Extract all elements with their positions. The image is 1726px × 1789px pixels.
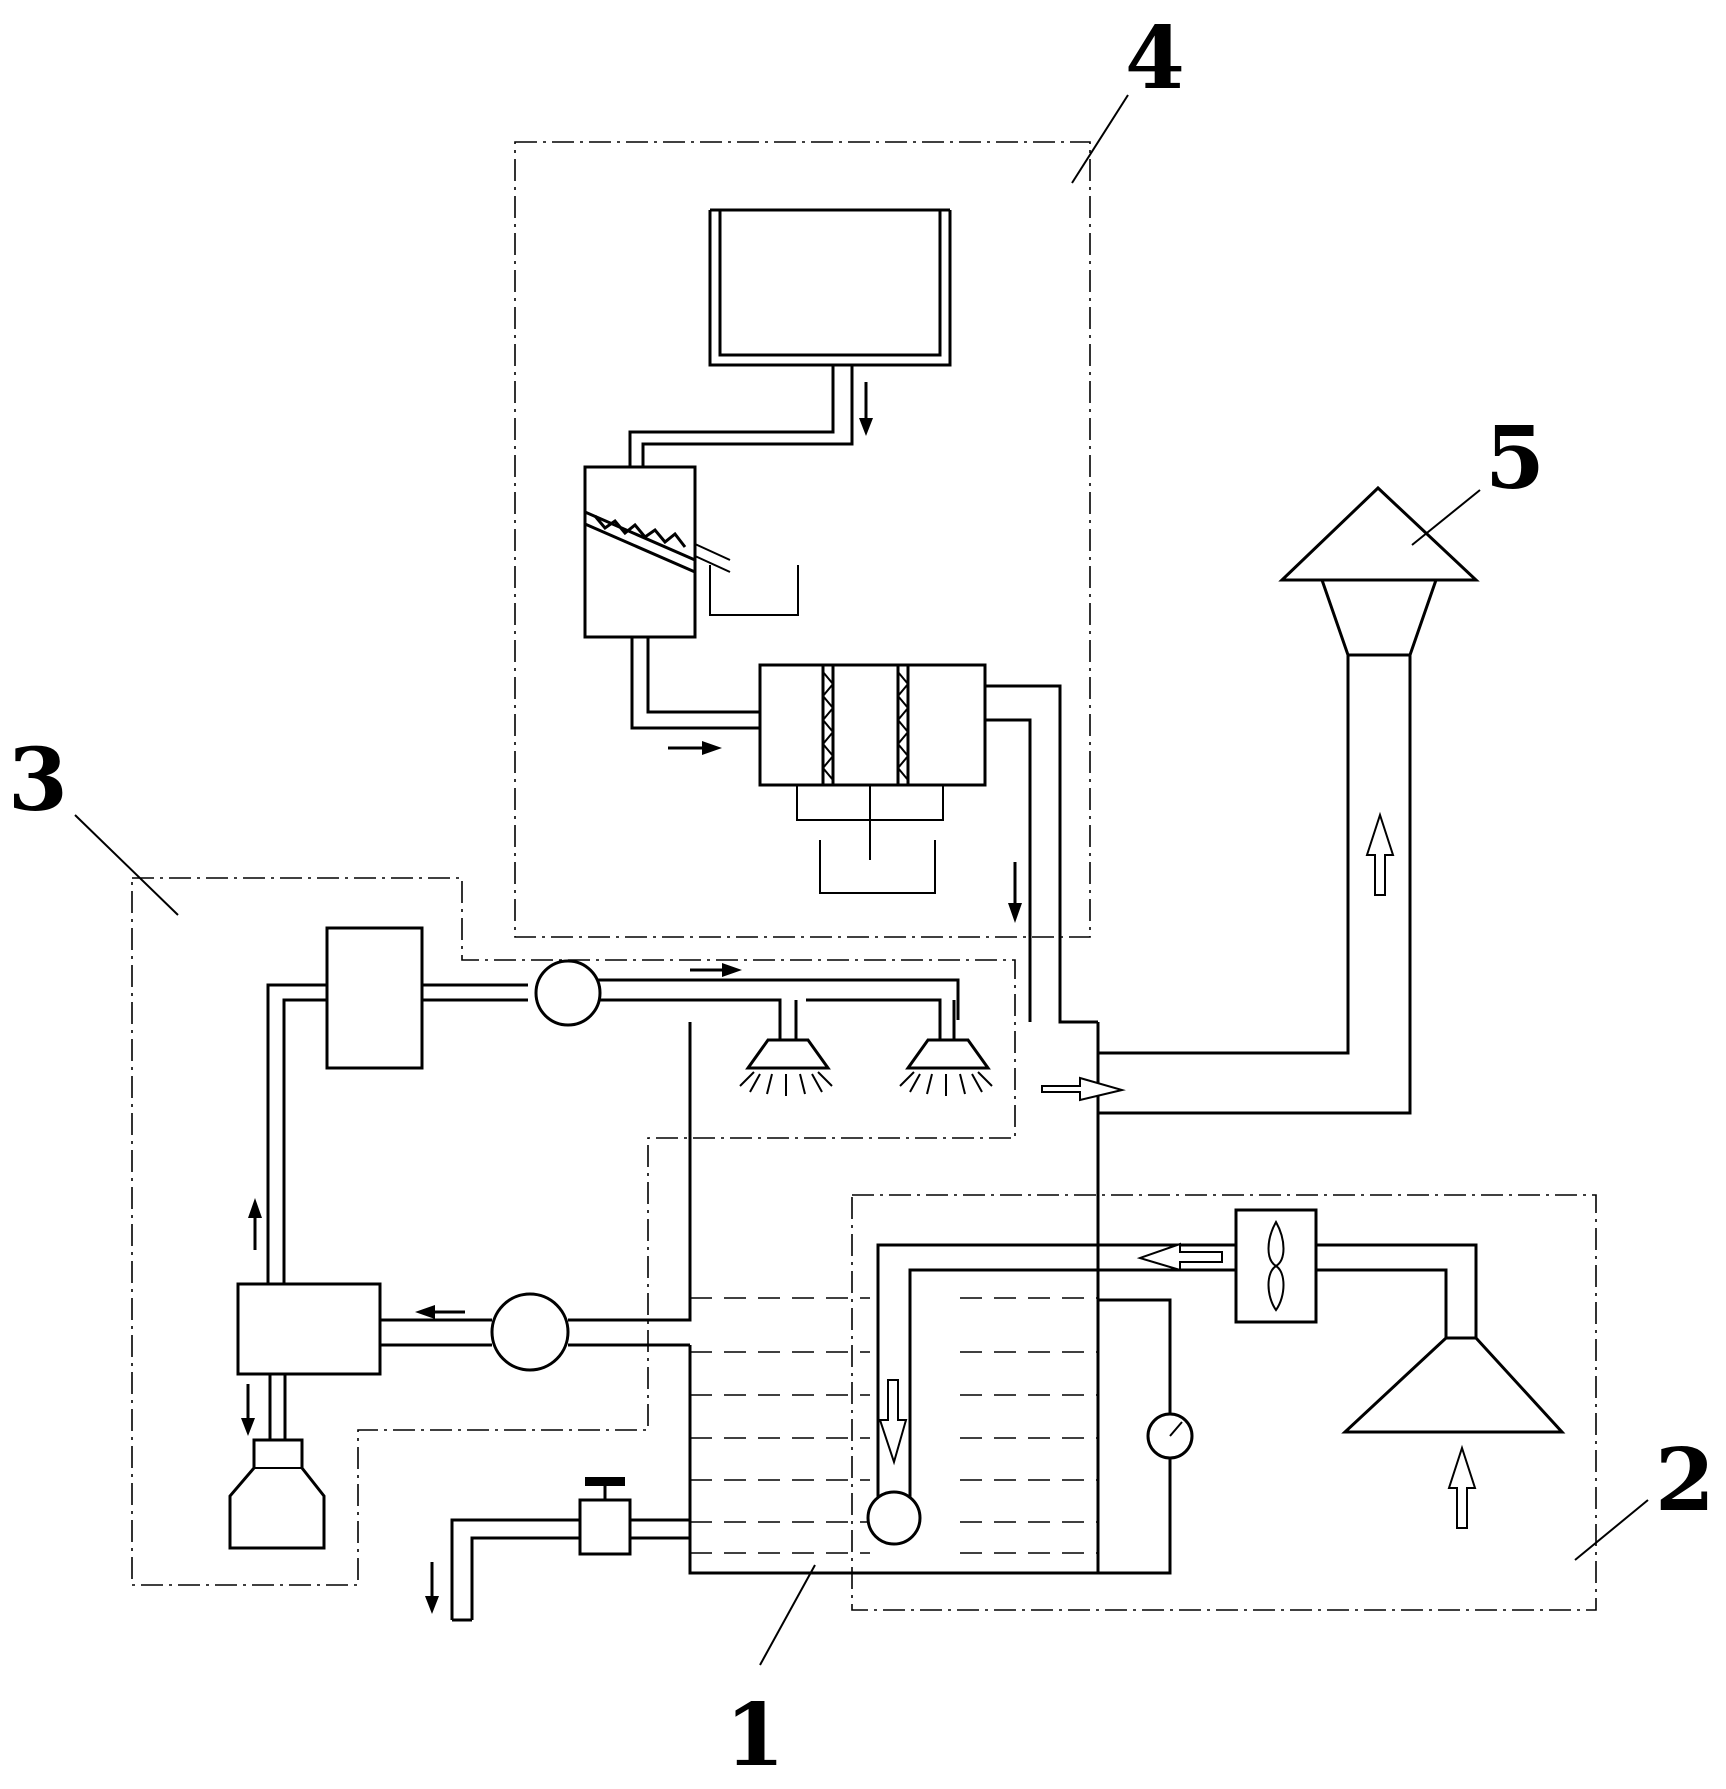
flow-arrow-left-pump — [415, 1305, 465, 1319]
treatment-box — [325, 926, 424, 1070]
hood-duct — [1316, 1243, 1478, 1338]
storage-tank — [708, 208, 952, 367]
flow-arrow-hollow-up-hood — [1447, 1444, 1477, 1529]
flow-arrow-right-spray — [690, 963, 742, 977]
collection-hood — [1341, 1336, 1566, 1434]
recirculation-pipe — [568, 1022, 692, 1347]
diffuser-ball — [866, 1490, 922, 1546]
pressure-gauge — [1098, 1298, 1194, 1575]
label-5: 5 — [1485, 408, 1545, 509]
flow-arrow-right-filter — [668, 741, 722, 755]
label-3: 3 — [8, 730, 68, 831]
flow-arrow-hollow-left-fan — [1136, 1242, 1223, 1272]
flow-arrow-down-tank — [859, 382, 873, 436]
filter-to-chamber-pipe — [985, 684, 1098, 1024]
water-level-lines — [690, 1297, 1098, 1554]
riser-pipe — [266, 983, 327, 1284]
drain-pipe — [450, 1518, 690, 1622]
pump-to-separator-pipe — [380, 1318, 492, 1347]
treatment-to-pump-pipe — [422, 983, 528, 1002]
region-3-boundary — [131, 877, 1016, 1586]
collection-bottle — [228, 1438, 326, 1550]
flow-arrow-hollow-down-pipe — [878, 1379, 908, 1466]
label-2: 2 — [1655, 1430, 1715, 1531]
flow-arrow-hollow-right — [1041, 1076, 1126, 1102]
air-pipe-into-tank — [876, 1243, 1236, 1510]
drain-valve — [578, 1477, 632, 1556]
label-1: 1 — [725, 1685, 785, 1786]
label-4: 4 — [1125, 8, 1185, 109]
screen-filter — [583, 465, 799, 639]
flow-arrow-up-riser — [248, 1198, 262, 1250]
leader-line-3 — [74, 814, 179, 916]
spray-nozzle-left — [739, 1038, 833, 1096]
chimney-cap — [1278, 485, 1480, 657]
leader-line-5 — [1411, 489, 1481, 546]
leader-line-1 — [759, 1564, 816, 1666]
tank-outlet-pipe — [628, 365, 854, 467]
spray-nozzle-right — [899, 1038, 993, 1096]
flow-arrow-down-bottle — [241, 1384, 255, 1436]
suction-pump — [490, 1292, 570, 1372]
flow-arrow-down-chamber — [1008, 862, 1022, 923]
double-layer-filter — [758, 663, 987, 894]
leader-line-4 — [1071, 94, 1129, 184]
flow-arrow-hollow-up-chimney — [1365, 811, 1395, 896]
separator-to-bottle-pipe — [268, 1374, 287, 1440]
fan-unit — [1234, 1208, 1318, 1324]
leader-line-2 — [1574, 1499, 1649, 1561]
spray-pump — [534, 959, 602, 1027]
filter-outlet-pipe — [630, 637, 760, 730]
spray-header-pipe — [588, 978, 960, 1040]
flow-arrow-down-drain — [425, 1562, 439, 1614]
separator-box — [236, 1282, 382, 1376]
region-4-boundary — [514, 141, 1091, 938]
exhaust-duct — [1098, 655, 1412, 1115]
region-2-boundary — [851, 1194, 1597, 1611]
